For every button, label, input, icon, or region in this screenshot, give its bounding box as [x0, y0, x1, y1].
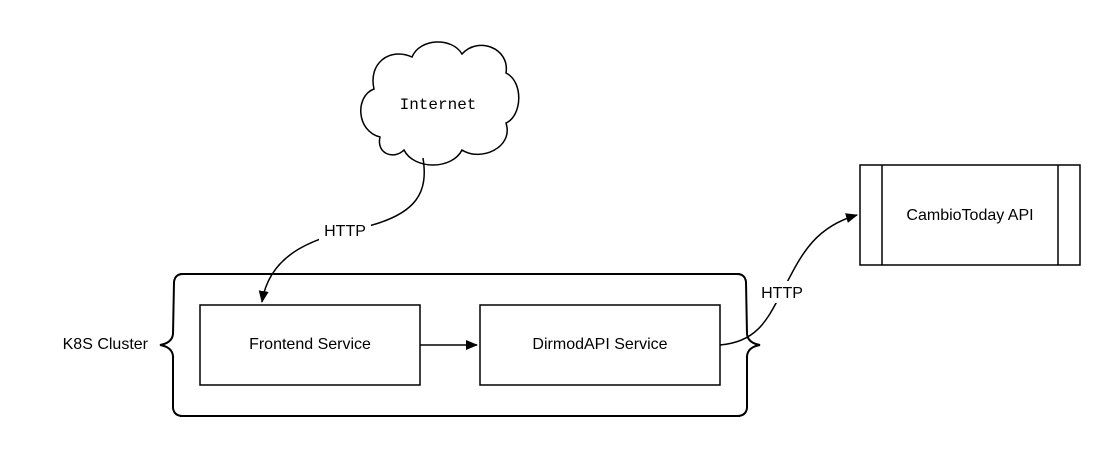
edge-internet-to-frontend: HTTP	[258, 157, 425, 303]
edge-label-bg	[319, 219, 371, 241]
cambiotoday-api-box	[859, 164, 1081, 266]
cluster-left-brace	[159, 273, 184, 417]
cluster-right-brace	[736, 273, 761, 417]
cambiotoday-api-node: CambioToday API	[859, 164, 1081, 266]
frontend-service-label: Frontend Service	[249, 336, 371, 353]
dirmodapi-service-label: DirmodAPI Service	[532, 336, 667, 353]
internet-label: Internet	[400, 96, 477, 114]
frontend-service-node: Frontend Service	[199, 304, 421, 386]
dirmodapi-service-node: DirmodAPI Service	[479, 304, 721, 386]
edge-dirmodapi-to-cambiotoday: HTTP	[719, 213, 858, 346]
cloud-shape	[360, 41, 520, 166]
k8s-cluster-group: K8S Cluster	[63, 273, 761, 417]
edge-internet-to-frontend-label: HTTP	[324, 223, 366, 240]
internet-cloud: Internet	[360, 41, 520, 166]
edge-dirmodapi-to-cambiotoday-line	[719, 213, 858, 346]
cluster-label: K8S Cluster	[63, 336, 149, 353]
frontend-service-box	[199, 304, 421, 386]
cambiotoday-api-label: CambioToday API	[906, 207, 1033, 224]
edge-dirmodapi-to-cambiotoday-label: HTTP	[761, 285, 803, 302]
dirmodapi-service-box	[479, 304, 721, 386]
edge-label-bg	[756, 281, 808, 303]
